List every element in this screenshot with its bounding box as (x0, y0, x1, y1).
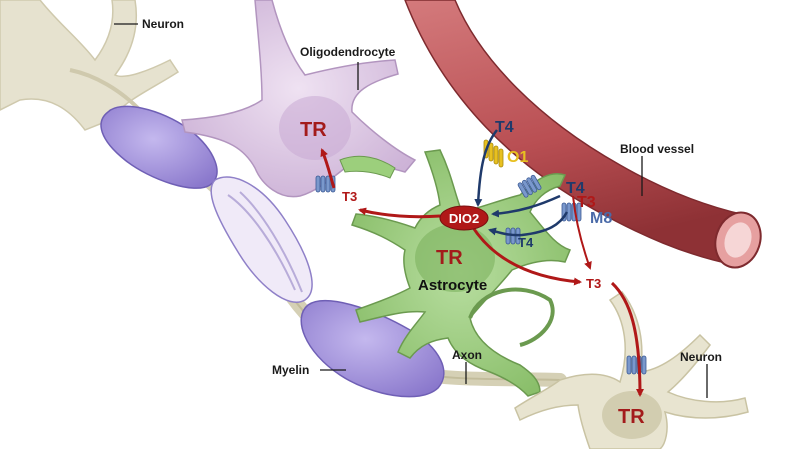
astro-transporter-icon (517, 174, 542, 198)
axon-label: Axon (452, 348, 482, 362)
myelin-label: Myelin (272, 363, 309, 377)
neuron-transporter-icon (626, 355, 647, 375)
dio2-enzyme: DIO2 (439, 205, 489, 231)
t3-from-vessel-arrow (572, 195, 592, 270)
t3-neuron-label: T3 (586, 276, 601, 291)
t3-oligo-label: T3 (342, 189, 357, 204)
t4-low-label: T4 (518, 235, 534, 250)
t3-oligo-to-tr-arrow (320, 148, 336, 189)
oligodendrocyte-label: Oligodendrocyte (300, 45, 396, 59)
tr-astro-label: TR (436, 247, 463, 269)
dio2-label: DIO2 (449, 211, 479, 226)
t3-to-oligo-arrow (358, 207, 441, 219)
t4-mid-arrow (491, 194, 561, 218)
t4-low-arrow (488, 211, 569, 237)
tr-oligo-label: TR (300, 119, 327, 141)
t3-to-neuron-arrow (470, 225, 582, 286)
o1-label: O1 (507, 149, 528, 166)
m8-label: M8 (590, 210, 612, 227)
neuron-bottom-cell (514, 290, 749, 449)
astro-inner-transporter-icon (505, 227, 521, 245)
astrocyte-label: Astrocyte (418, 277, 487, 294)
o1-transporter-icon (483, 139, 504, 168)
hormone-arrows (320, 129, 644, 397)
t3-neuron-to-tr-arrow (610, 281, 644, 397)
blood-vessel (404, 0, 762, 269)
label-lines (114, 23, 708, 398)
t4-mid-label: T4 (566, 180, 585, 197)
t4-top-label: T4 (495, 119, 514, 136)
myelin-sheath (100, 105, 445, 398)
tr-neuron-label: TR (618, 406, 645, 428)
neuron-top-cell (0, 0, 180, 131)
neuron-top-label: Neuron (142, 17, 184, 31)
blood-vessel-label: Blood vessel (620, 142, 694, 156)
t4-top-arrow (474, 129, 498, 207)
neuron-bottom-label: Neuron (680, 350, 722, 364)
t3-vessel-label: T3 (577, 194, 596, 211)
